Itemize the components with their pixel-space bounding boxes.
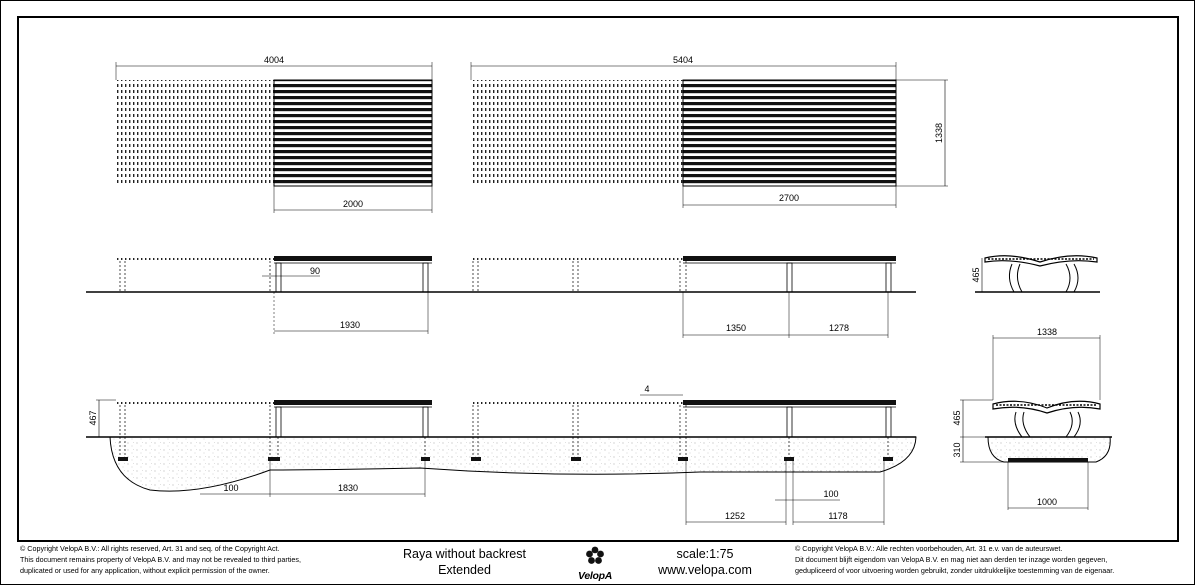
website-link[interactable]: www.velopa.com [658, 563, 752, 577]
dim-seat-b: 2700 [779, 193, 799, 203]
dim-plate: 4 [644, 384, 649, 394]
copyright-en-line: This document remains property of VelopA… [20, 555, 302, 564]
copyright-nl-line: Dit document blijft eigendom van VelopA … [795, 555, 1108, 564]
dim-end-height: 465 [971, 267, 981, 282]
copyright-en-line: duplicated or used for any application, … [20, 566, 270, 575]
dim-span-a-foundation: 1830 [338, 483, 358, 493]
title-line-2: Extended [438, 563, 491, 577]
dim-leg-offset: 90 [310, 266, 320, 276]
dim-span-b1: 1350 [726, 323, 746, 333]
side-view: 90 1930 1350 1278 [86, 256, 916, 338]
copyright-english: © Copyright VelopA B.V.: All rights rese… [20, 543, 380, 585]
velopa-flower-logo-icon [586, 546, 604, 564]
drawing-frame [17, 16, 1179, 542]
drawing-title: Raya without backrest Extended [392, 546, 537, 578]
dim-depth: 1338 [934, 123, 944, 143]
dim-base: 1000 [1037, 497, 1057, 507]
dim-section-depth: 310 [952, 442, 962, 457]
dim-span-b2: 1278 [829, 323, 849, 333]
brand-name: VelopA [578, 570, 612, 582]
dim-span-a: 1930 [340, 320, 360, 330]
section-view: 1338 1000 465 310 [952, 327, 1112, 510]
copyright-nl-line: © Copyright VelopA B.V.: Alle rechten vo… [795, 544, 1063, 553]
dim-section-width: 1338 [1037, 327, 1057, 337]
dim-total-a: 4004 [264, 55, 284, 65]
scale-block: scale:1:75 www.velopa.com [645, 546, 765, 578]
dim-section-height: 465 [952, 410, 962, 425]
title-line-1: Raya without backrest [403, 547, 526, 561]
brand-logo: VelopA [565, 545, 625, 582]
top-view-b: 5404 2700 1338 [470, 55, 948, 208]
dim-edge-b: 100 [823, 489, 838, 499]
dim-edge-a: 100 [223, 483, 238, 493]
copyright-dutch: © Copyright VelopA B.V.: Alle rechten vo… [795, 543, 1190, 585]
dim-span-b1-foundation: 1252 [725, 511, 745, 521]
dim-seat-a: 2000 [343, 199, 363, 209]
top-view-a: 4004 2000 [115, 55, 433, 213]
foundation-view: 467 4 100 1830 100 1252 1178 [86, 384, 917, 525]
dim-total-b: 5404 [673, 55, 693, 65]
dim-seat-height: 467 [88, 410, 98, 425]
dim-span-b2-foundation: 1178 [828, 511, 847, 521]
copyright-nl-line: gedupliceerd of voor uitvoering worden g… [795, 566, 1115, 575]
scale-text: scale:1:75 [676, 547, 734, 561]
copyright-en-line: © Copyright VelopA B.V.: All rights rese… [20, 544, 280, 553]
end-view: 465 [971, 255, 1100, 293]
